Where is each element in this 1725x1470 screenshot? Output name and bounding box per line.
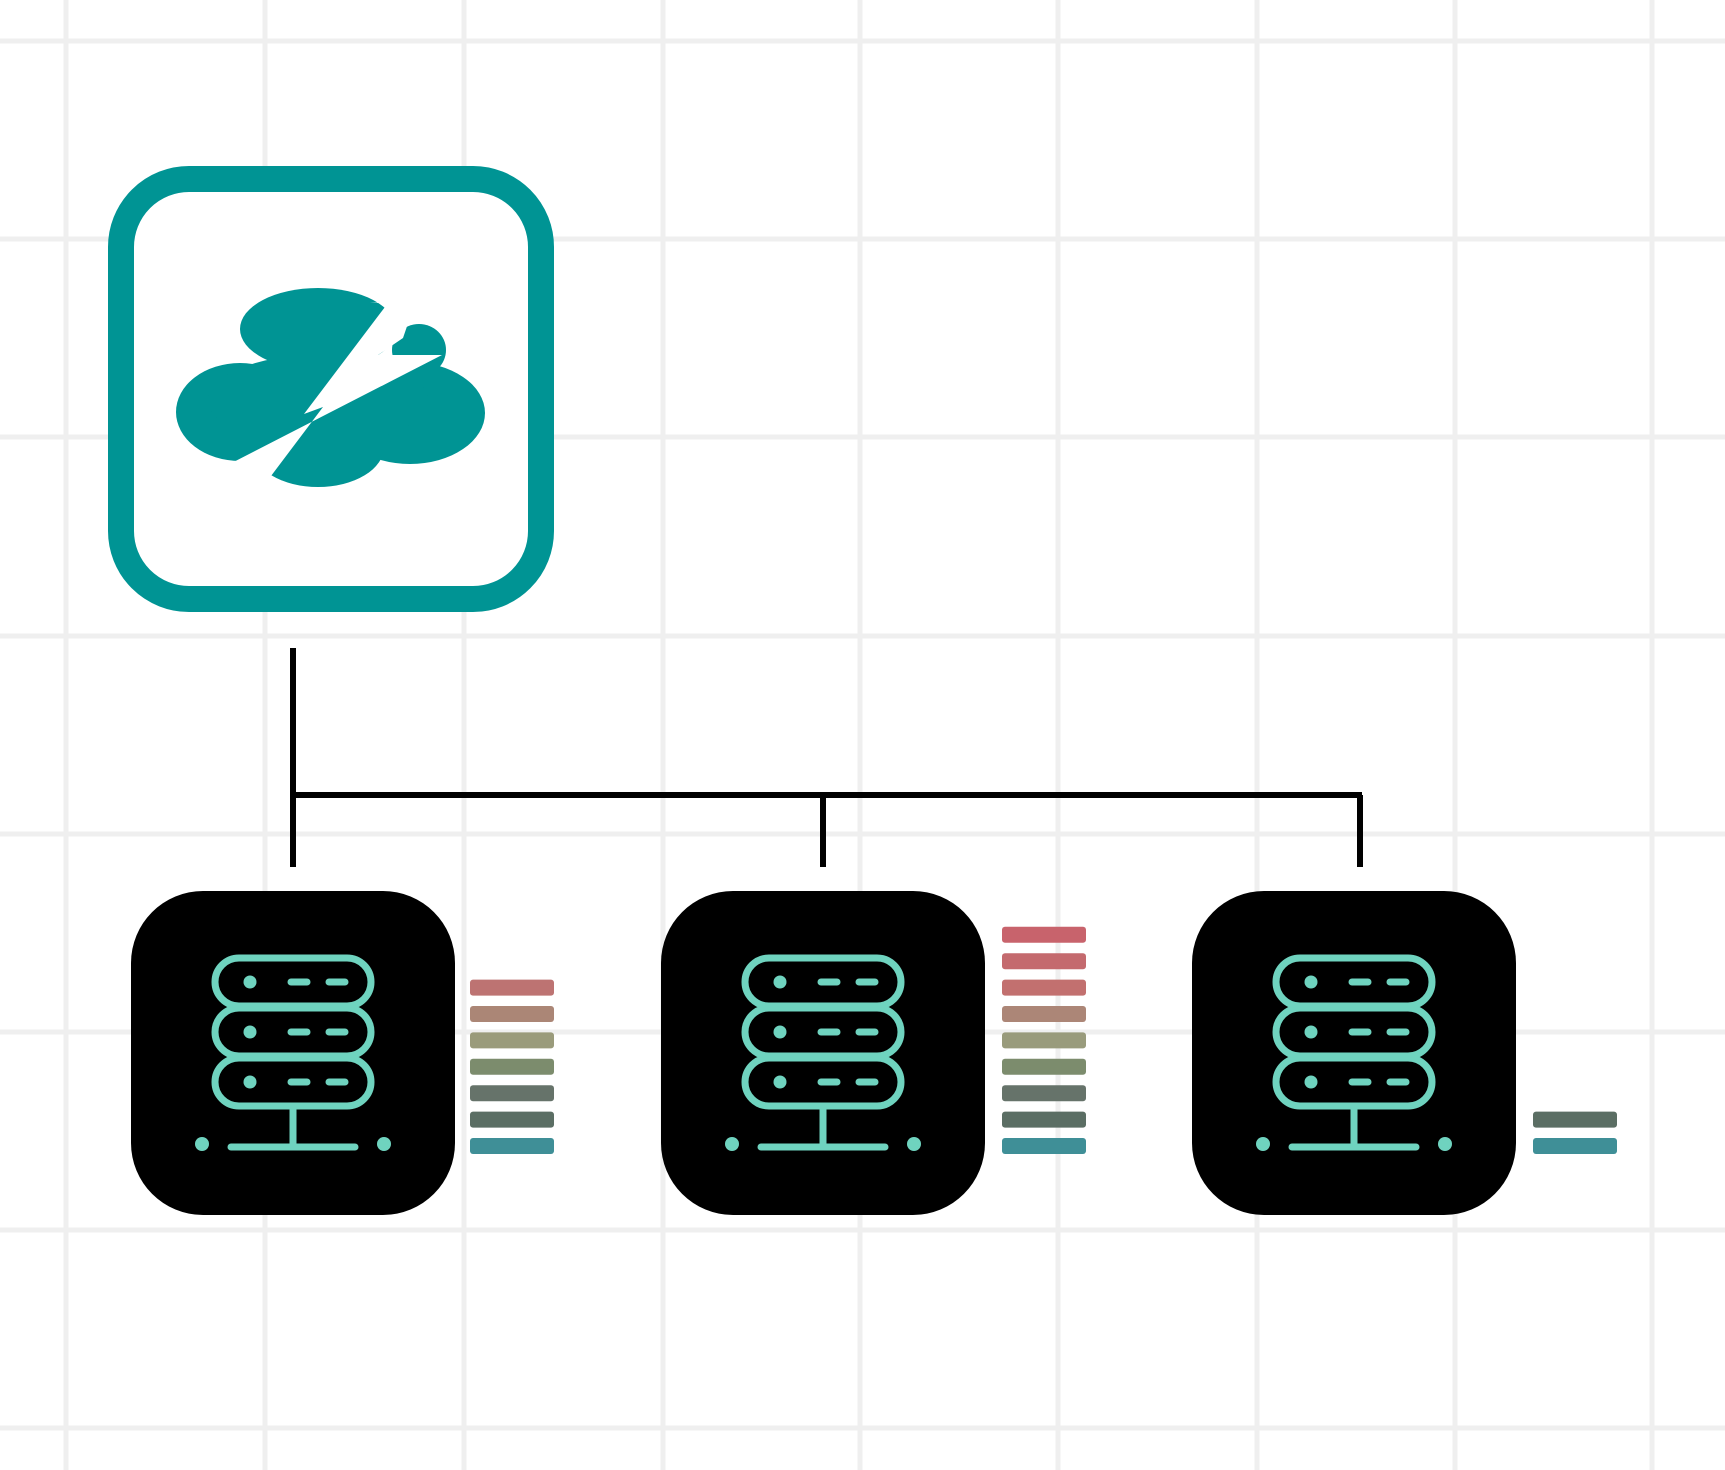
server-node-3[interactable] (1192, 891, 1617, 1215)
load-bar (1002, 926, 1086, 943)
base-dot (377, 1137, 391, 1151)
status-light (1304, 1075, 1318, 1089)
server-rack-icon (195, 954, 391, 1151)
server-rack-icon (1256, 954, 1452, 1151)
server-rack-icon (725, 954, 921, 1151)
server-node-2[interactable] (661, 891, 1086, 1215)
load-bar (470, 1085, 554, 1102)
load-bar (470, 1006, 554, 1022)
base-dot (1438, 1137, 1452, 1151)
status-light (773, 975, 787, 989)
base-dot (1256, 1137, 1270, 1151)
storm-cloud-icon (176, 288, 485, 487)
status-light (1304, 975, 1318, 989)
server-nodes (131, 891, 1617, 1215)
load-bar (1002, 1111, 1086, 1128)
load-bar (470, 1032, 554, 1049)
load-bar (1533, 1138, 1617, 1154)
status-light (773, 1025, 787, 1039)
load-bar (1002, 1032, 1086, 1049)
load-indicator (1533, 1111, 1617, 1154)
load-bar (470, 1138, 554, 1154)
load-bar (470, 1058, 554, 1075)
load-bar (470, 1111, 554, 1128)
status-light (243, 975, 257, 989)
server-node-1[interactable] (131, 891, 554, 1215)
load-bar (1002, 953, 1086, 970)
cloud-node[interactable] (108, 166, 554, 612)
status-light (243, 1025, 257, 1039)
base-dot (725, 1137, 739, 1151)
base-dot (907, 1137, 921, 1151)
load-bar (1002, 979, 1086, 996)
load-bar (1002, 1006, 1086, 1022)
status-light (1304, 1025, 1318, 1039)
status-light (773, 1075, 787, 1089)
load-indicator (1002, 926, 1086, 1154)
load-bar (1002, 1058, 1086, 1075)
load-indicator (470, 979, 554, 1154)
status-light (243, 1075, 257, 1089)
load-bar (1002, 1085, 1086, 1102)
base-dot (195, 1137, 209, 1151)
connector-lines (290, 648, 1363, 867)
load-bar (1002, 1138, 1086, 1154)
load-bar (1533, 1111, 1617, 1128)
load-bar (470, 979, 554, 996)
